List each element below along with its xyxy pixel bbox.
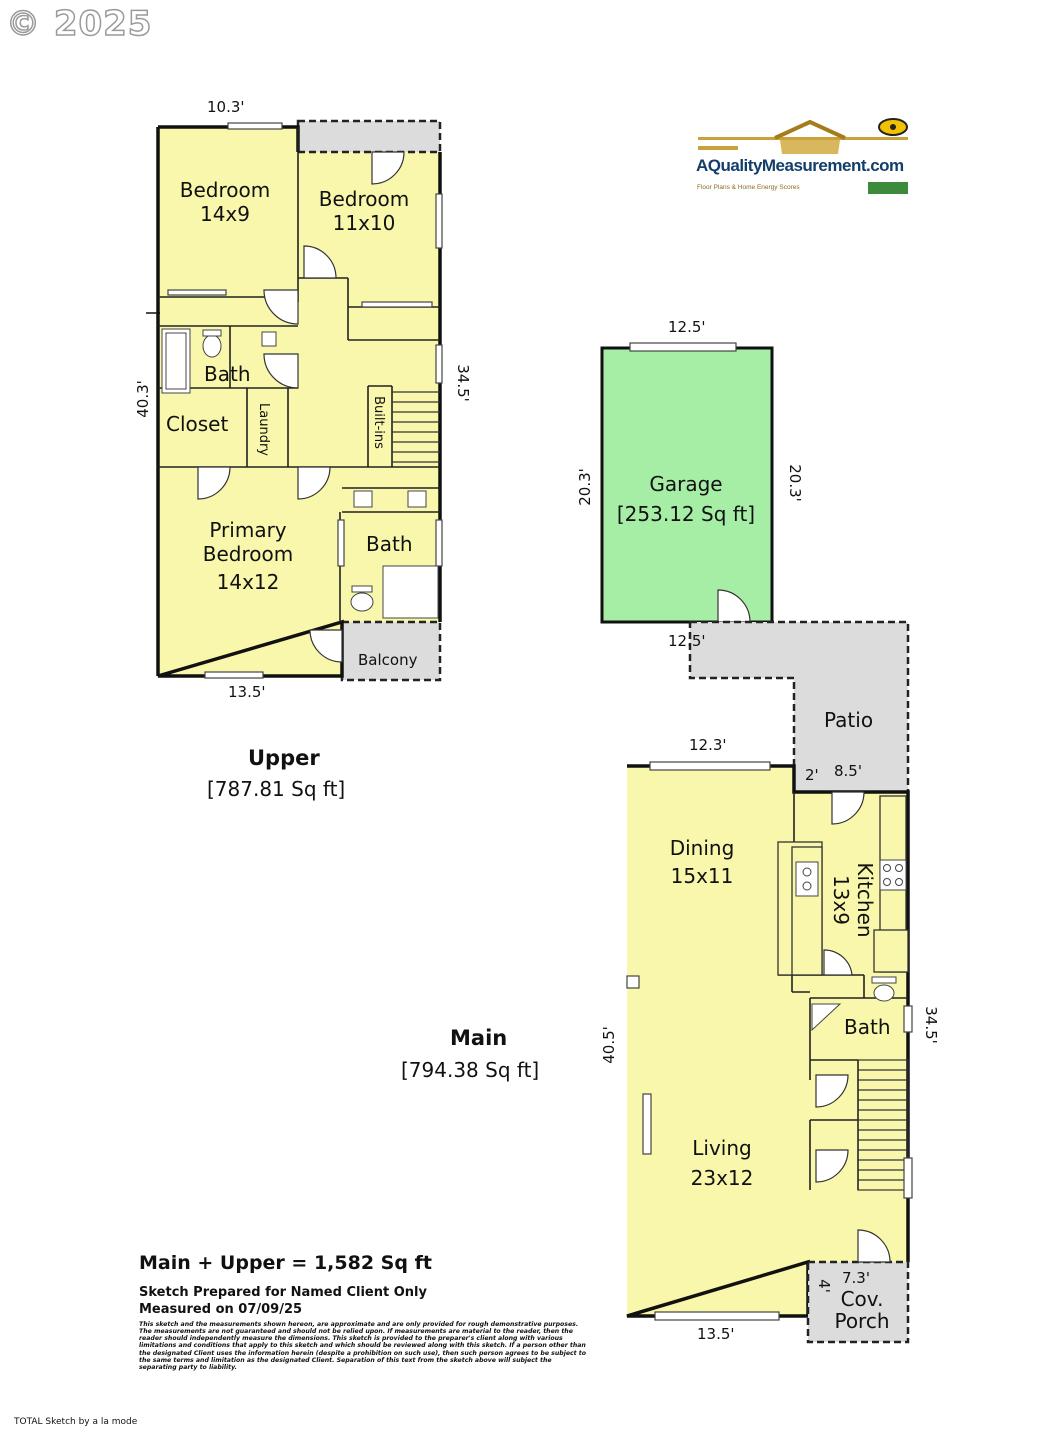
porch-line2: Porch (834, 1309, 890, 1333)
prepared-note: Sketch Prepared for Named Client Only (139, 1285, 427, 1300)
builtins-label: Built-ins (370, 396, 386, 449)
patio-label: Patio (824, 708, 874, 732)
main-stairs (857, 1059, 909, 1191)
balcony-label: Balcony (358, 651, 418, 669)
garage-area: [253.12 Sq ft] (616, 502, 756, 526)
living-label: Living 23x12 (672, 1136, 772, 1190)
upper-level-title: Upper (248, 746, 320, 770)
main-step-dim: 2' (805, 766, 819, 784)
kitchen-size: 13x9 (829, 874, 853, 925)
living-name: Living (692, 1136, 752, 1160)
upper-level-area: [787.81 Sq ft] (207, 777, 346, 801)
bedroom-2-size: 11x10 (332, 211, 396, 235)
balcony-area (340, 620, 442, 682)
dining-size: 15x11 (670, 864, 734, 888)
company-logo-name: AQualityMeasurement.com (696, 156, 904, 175)
upper-stairs (392, 391, 440, 463)
total-area: Main + Upper = 1,582 Sq ft (139, 1252, 432, 1274)
kitchen-name: Kitchen (853, 862, 877, 938)
kitchen-label: Kitchen 13x9 (829, 835, 877, 965)
garage-dim-right: 20.3' (785, 464, 804, 502)
garage-dim-left: 20.3' (575, 468, 594, 506)
porch-dim-width: 7.3' (842, 1269, 870, 1287)
main-living-area (627, 766, 908, 1316)
garage-dim-bottom: 12.5' (668, 632, 706, 650)
kitchen-fixtures (795, 859, 907, 1032)
main-level-title: Main (450, 1026, 508, 1050)
garage-label: Garage [253.12 Sq ft] (605, 472, 767, 526)
main-windows (626, 761, 913, 1321)
upper-windows (167, 122, 443, 679)
upper-dim-bottom: 13.5' (228, 683, 266, 701)
covered-porch-label: Cov. Porch (826, 1288, 898, 1332)
main-doors (815, 791, 891, 1263)
primary-bath-label: Bath (366, 532, 413, 556)
closet-label: Closet (166, 412, 229, 436)
laundry-label: Laundry (255, 403, 271, 456)
upper-floor-plan (146, 119, 443, 682)
upper-fixtures (161, 328, 439, 619)
dining-label: Dining 15x11 (652, 836, 752, 888)
garage-area (600, 346, 774, 624)
garage-plan (600, 342, 774, 624)
company-logo-tagline: Floor Plans & Home Energy Scores (697, 184, 800, 191)
dining-name: Dining (669, 836, 735, 860)
upper-bath-label: Bath (204, 362, 251, 386)
bedroom-2-label: Bedroom 11x10 (304, 187, 424, 235)
upper-interior-walls (158, 127, 440, 622)
main-dim-left: 40.5' (599, 1026, 618, 1064)
sketch-credit: TOTAL Sketch by a la mode (14, 1417, 138, 1427)
upper-dim-top: 10.3' (207, 98, 245, 116)
disclaimer-text: This sketch and the measurements shown h… (139, 1321, 586, 1371)
bedroom-1-label: Bedroom 14x9 (165, 178, 285, 226)
upper-doors (197, 151, 405, 663)
company-logo-graphic (698, 118, 908, 194)
bedroom-1-name: Bedroom (179, 178, 271, 202)
copyright-watermark: © 2025 (5, 3, 153, 45)
main-dim-bottom: 13.5' (697, 1325, 735, 1343)
main-dim-right: 34.5' (921, 1006, 940, 1044)
primary-bedroom-label: Primary Bedroom 14x12 (188, 518, 308, 594)
kitchen-dim-top: 8.5' (834, 762, 862, 780)
upper-living-area (158, 127, 440, 676)
bedroom-1-size: 14x9 (199, 202, 250, 226)
main-level-area: [794.38 Sq ft] (401, 1058, 540, 1082)
garage-name: Garage (649, 472, 723, 496)
main-floor-plan (626, 761, 913, 1344)
primary-bedroom-line1: Primary (209, 518, 287, 542)
porch-line1: Cov. (840, 1287, 884, 1311)
bedroom-2-name: Bedroom (318, 187, 410, 211)
primary-bedroom-size: 14x12 (216, 570, 280, 594)
living-size: 23x12 (690, 1166, 754, 1190)
measured-date: Measured on 07/09/25 (139, 1302, 303, 1317)
main-dim-top: 12.3' (689, 736, 727, 754)
upper-dim-left: 40.3' (133, 380, 152, 418)
primary-bedroom-line2: Bedroom (202, 542, 294, 566)
upper-top-overhang (296, 119, 442, 154)
upper-dim-right: 34.5' (453, 364, 472, 402)
garage-dim-top: 12.5' (668, 318, 706, 336)
main-bath-label: Bath (844, 1015, 891, 1039)
